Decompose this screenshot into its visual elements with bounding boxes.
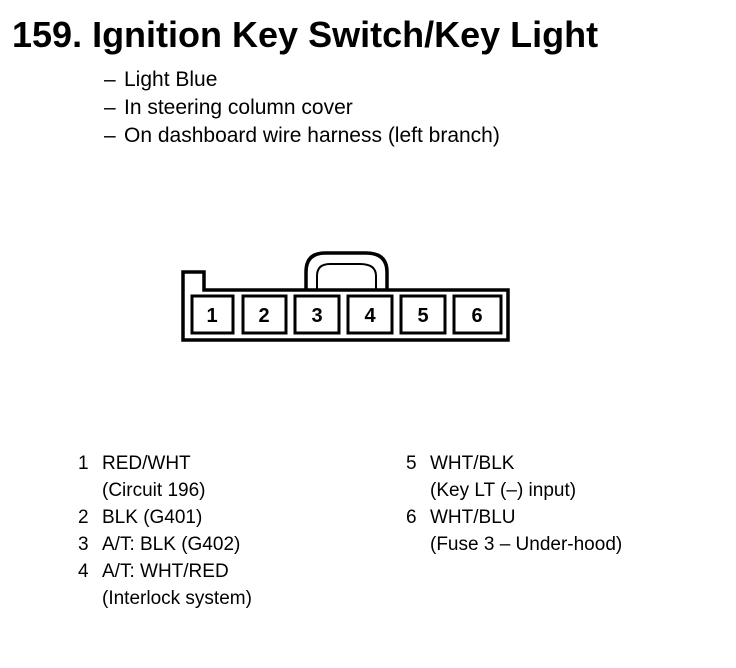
wire-color: A/T: WHT/RED bbox=[102, 561, 229, 582]
connector-lock-tab bbox=[304, 251, 389, 290]
wire-note: (Key LT (–) input) bbox=[430, 480, 577, 501]
pin-cavity-6 bbox=[452, 294, 503, 335]
note-color: –Light Blue bbox=[104, 66, 500, 94]
wire-note: (Circuit 196) bbox=[102, 480, 206, 501]
note-text: Light Blue bbox=[124, 68, 218, 91]
pin-label-6: 6 bbox=[471, 305, 482, 327]
wire-color: A/T: BLK (G402) bbox=[102, 534, 241, 555]
wire-color: WHT/BLK bbox=[430, 453, 515, 474]
wire-note: (Fuse 3 – Under-hood) bbox=[430, 534, 623, 555]
wire-note: (Interlock system) bbox=[102, 588, 252, 609]
dash: – bbox=[104, 68, 116, 91]
pin-entry-4: 4 A/T: WHT/RED (Interlock system) bbox=[78, 558, 252, 612]
pin-cavity-5 bbox=[399, 294, 447, 335]
pin-number: 5 bbox=[406, 453, 417, 474]
pin-cavity-3 bbox=[293, 294, 341, 335]
dash: – bbox=[104, 96, 116, 119]
pin-label-3: 3 bbox=[311, 305, 322, 327]
dash: – bbox=[104, 124, 116, 147]
pin-label-4: 4 bbox=[364, 305, 376, 327]
wire-color: WHT/BLU bbox=[430, 507, 516, 528]
location-notes: –Light Blue –In steering column cover –O… bbox=[104, 66, 500, 150]
pin-number: 1 bbox=[78, 453, 89, 474]
pin-label-1: 1 bbox=[206, 305, 217, 327]
pin-cavity-2 bbox=[241, 294, 288, 335]
connector-housing bbox=[181, 270, 510, 342]
pin-number: 3 bbox=[78, 534, 89, 555]
pin-entry-3: 3 A/T: BLK (G402) bbox=[78, 531, 252, 558]
pin-entry-6: 6 WHT/BLU (Fuse 3 – Under-hood) bbox=[406, 504, 622, 558]
pin-label-5: 5 bbox=[417, 305, 428, 327]
pin-entry-2: 2 BLK (G401) bbox=[78, 504, 252, 531]
pin-number: 4 bbox=[78, 561, 89, 582]
pin-number: 2 bbox=[78, 507, 89, 528]
pin-cavity-4 bbox=[346, 294, 394, 335]
pin-entry-5: 5 WHT/BLK (Key LT (–) input) bbox=[406, 450, 622, 504]
wire-color: RED/WHT bbox=[102, 453, 191, 474]
pin-list-right: 5 WHT/BLK (Key LT (–) input) 6 WHT/BLU (Fu… bbox=[406, 450, 622, 558]
page-title: 159. Ignition Key Switch/Key Light bbox=[12, 14, 599, 55]
pin-label-2: 2 bbox=[258, 305, 269, 327]
note-location: –In steering column cover bbox=[104, 94, 500, 122]
note-text: In steering column cover bbox=[124, 96, 353, 119]
note-harness: –On dashboard wire harness (left branch) bbox=[104, 122, 500, 150]
wire-color: BLK (G401) bbox=[102, 507, 203, 528]
pin-number: 6 bbox=[406, 507, 417, 528]
pin-cavity-1 bbox=[190, 294, 235, 335]
pin-entry-1: 1 RED/WHT (Circuit 196) bbox=[78, 450, 252, 504]
note-text: On dashboard wire harness (left branch) bbox=[124, 124, 500, 147]
